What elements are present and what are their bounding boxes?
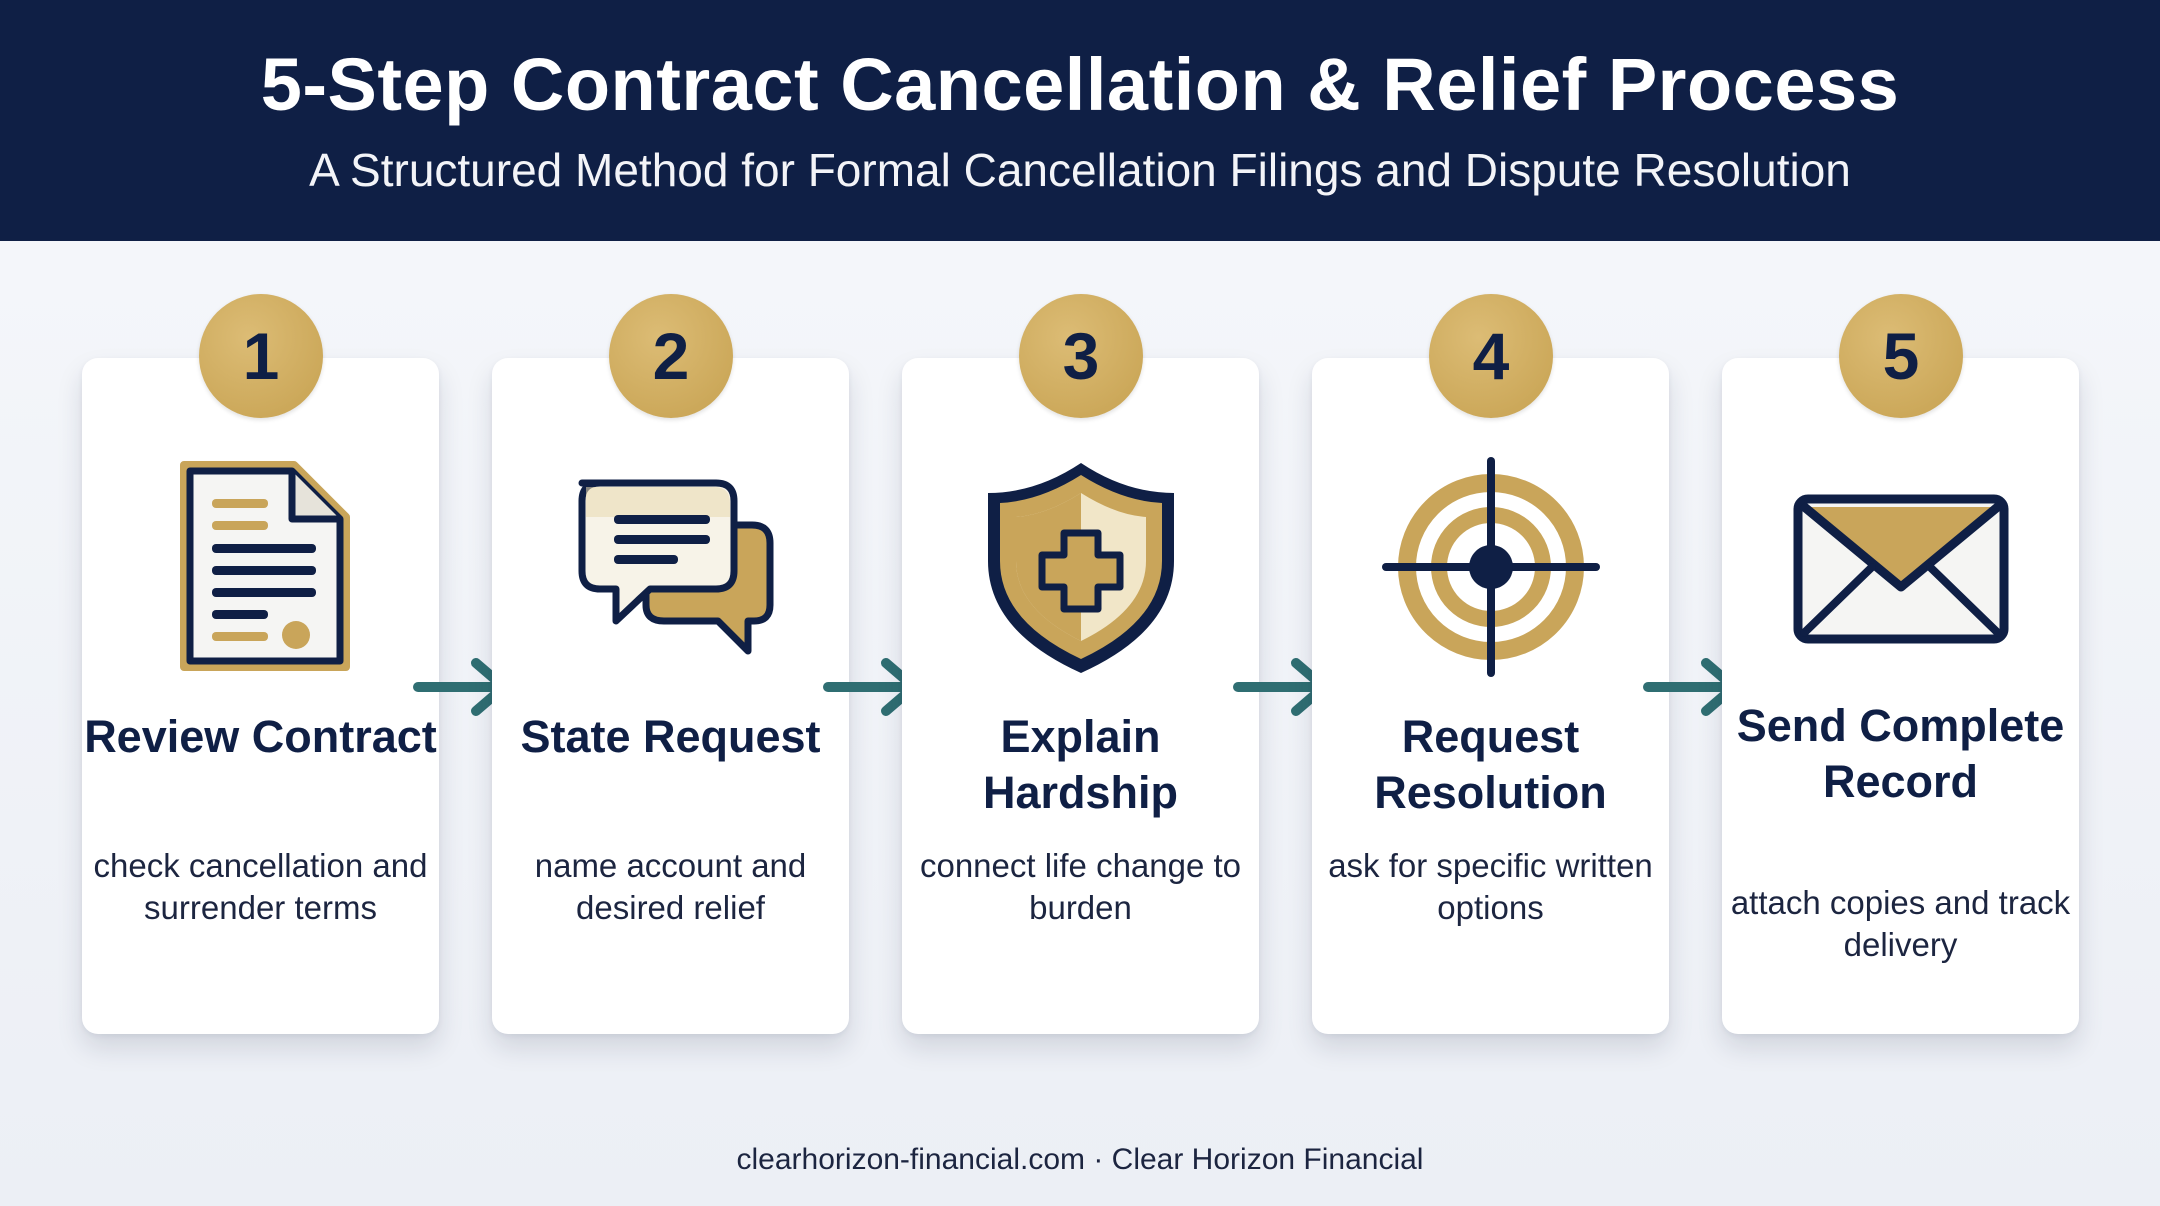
step-description-1: check cancellation and surrender terms: [93, 847, 428, 926]
envelope-icon: [1786, 455, 2016, 685]
step-number-badge-3: 3: [1019, 294, 1143, 418]
step-description-2: name account and desired relief: [534, 847, 807, 926]
document-icon: [146, 455, 376, 685]
target-icon: [1376, 455, 1606, 685]
step-number-badge-4: 4: [1429, 294, 1553, 418]
step-card-2: [492, 358, 849, 1034]
step-number-badge-2: 2: [609, 294, 733, 418]
shield-plus-icon: [966, 455, 1196, 685]
page-subtitle: A Structured Method for Formal Cancellat…: [309, 144, 1851, 196]
step-title-2: State Request: [520, 711, 821, 762]
step-title-5: Send Complete Record: [1736, 700, 2065, 807]
step-card-5: [1722, 358, 2079, 1034]
footer-credit: clearhorizon-financial.com · Clear Horiz…: [736, 1143, 1424, 1176]
header-banner: 5-Step Contract Cancellation & Relief Pr…: [0, 0, 2160, 241]
step-number-badge-1: 1: [199, 294, 323, 418]
step-title-1: Review Contract: [84, 711, 437, 762]
step-description-4: ask for specific written options: [1328, 847, 1653, 926]
step-description-3: connect life change to burden: [919, 847, 1242, 926]
step-description-5: attach copies and track delivery: [1730, 884, 2071, 963]
page-title: 5-Step Contract Cancellation & Relief Pr…: [260, 43, 1900, 126]
step-title-3: Explain Hardship: [982, 711, 1179, 818]
chat-bubbles-icon: [556, 455, 786, 685]
step-number-badge-5: 5: [1839, 294, 1963, 418]
step-title-4: Request Resolution: [1374, 711, 1607, 818]
